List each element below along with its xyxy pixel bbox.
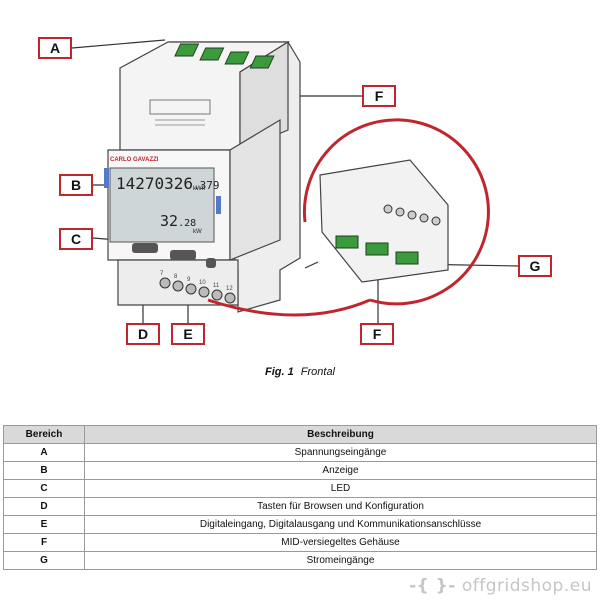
power-reading-main: 32 (160, 212, 179, 230)
terminal-number: 9 (187, 277, 191, 283)
power-unit: kW (193, 229, 202, 235)
voltage-input-terminals (174, 43, 275, 69)
column-header-description: Beschreibung (84, 425, 597, 444)
row-key: B (3, 461, 85, 480)
power-reading: 32.28 (160, 212, 196, 230)
callout-e: E (171, 323, 205, 345)
watermark-logo: -{ }- (409, 576, 456, 596)
watermark-text: offgridshop.eu (461, 576, 592, 596)
callout-f-bottom: F (360, 323, 394, 345)
terminal-number: 10 (199, 280, 206, 286)
energy-reading-decimal: .379 (193, 179, 220, 192)
figure-caption: Fig. 1 Frontal (0, 366, 600, 378)
zoom-detail (319, 159, 449, 283)
row-description: LED (84, 479, 597, 498)
callout-d: D (126, 323, 160, 345)
terminal-number: 8 (174, 274, 178, 280)
screw-terminals (159, 277, 236, 304)
watermark: -{ }- offgridshop.eu (409, 576, 592, 596)
row-description: Spannungseingänge (84, 443, 597, 462)
row-key: E (3, 515, 85, 534)
row-description: MID-versiegeltes Gehäuse (84, 533, 597, 552)
table-header-row: Bereich Beschreibung (3, 425, 597, 444)
callout-a: A (38, 37, 72, 59)
row-description: Tasten für Browsen und Konfiguration (84, 497, 597, 516)
product-figure: CARLO GAVAZZI 14270326.379 kWh 32.28 kW … (38, 37, 552, 345)
row-key: A (3, 443, 85, 462)
row-key: F (3, 533, 85, 552)
row-key: D (3, 497, 85, 516)
energy-unit: kWh (193, 186, 205, 192)
current-input-terminals (335, 235, 419, 265)
caption-label: Fig. 1 (264, 366, 294, 378)
row-description: Stromeingänge (84, 551, 597, 570)
energy-reading: 14270326.379 (116, 174, 220, 193)
column-header-area: Bereich (3, 425, 85, 444)
terminal-number: 7 (160, 271, 164, 277)
lcd-display (109, 167, 215, 243)
row-key: G (3, 551, 85, 570)
row-key: C (3, 479, 85, 498)
callout-f-top: F (362, 85, 396, 107)
navigation-buttons (132, 243, 216, 268)
brand-label: CARLO GAVAZZI (110, 157, 159, 163)
energy-reading-main: 14270326 (116, 174, 194, 193)
callout-g: G (518, 255, 552, 277)
terminal-number: 11 (213, 283, 220, 289)
callout-c: C (59, 228, 93, 250)
callout-b: B (59, 174, 93, 196)
terminal-number: 12 (226, 286, 233, 292)
row-description: Digitaleingang, Digitalausgang und Kommu… (84, 515, 597, 534)
row-description: Anzeige (84, 461, 597, 480)
caption-text: Frontal (300, 366, 336, 378)
power-reading-decimal: .28 (178, 218, 197, 229)
energy-meter-illustration (71, 39, 519, 323)
